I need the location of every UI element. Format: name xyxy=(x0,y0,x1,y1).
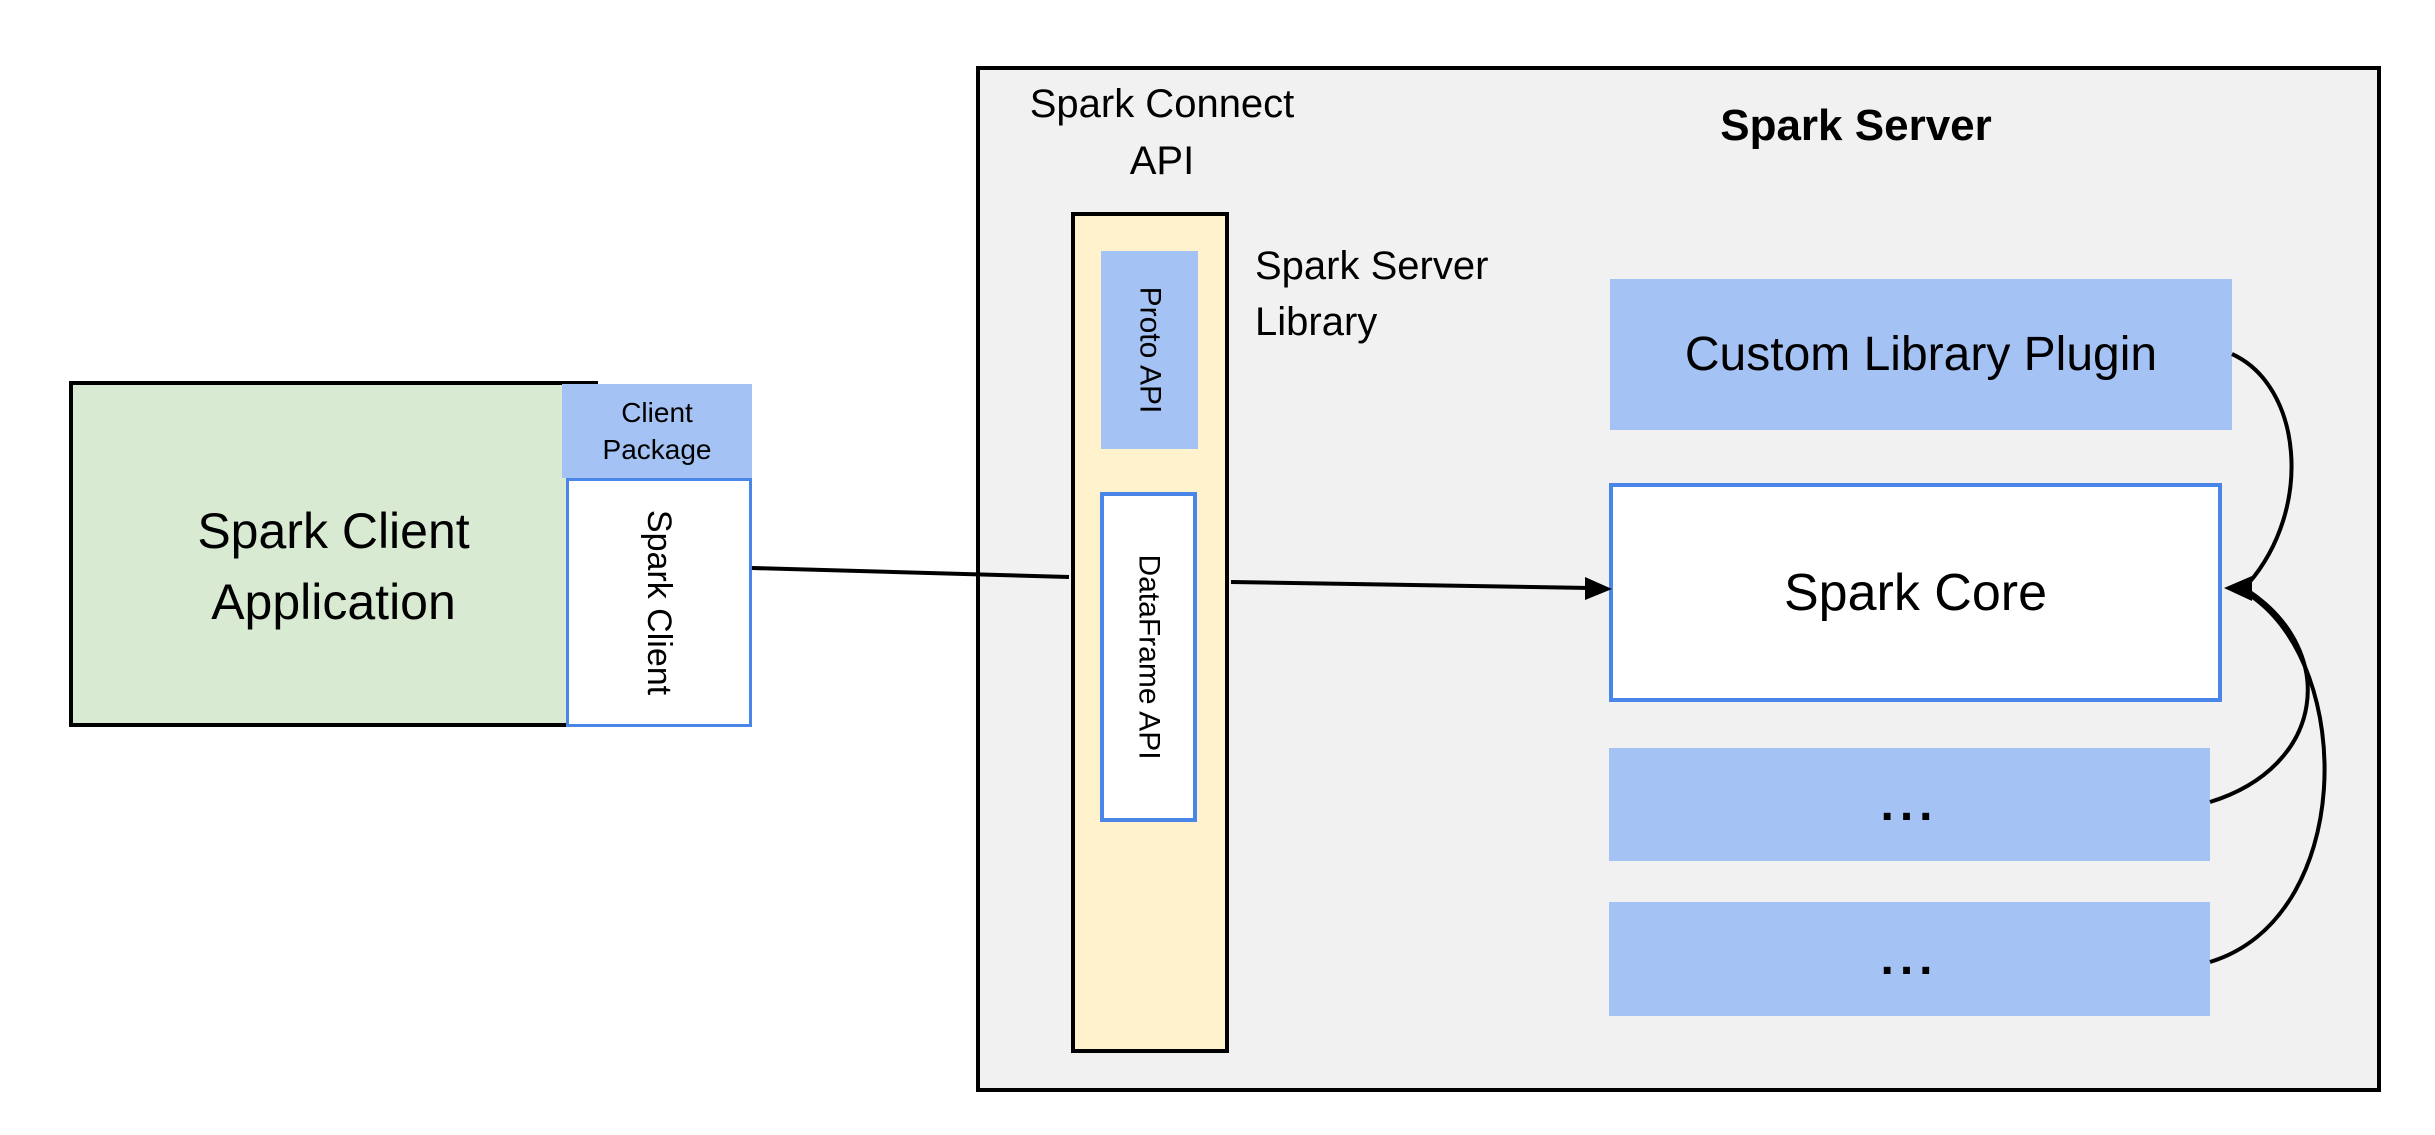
spark-server-title: Spark Server xyxy=(1720,101,1992,150)
other-library-box-2: ... xyxy=(1609,902,2210,1016)
spark-server-library-label-line2: Library xyxy=(1255,300,1378,344)
spark-server-library-label: Spark Server Library xyxy=(1255,238,1675,350)
spark-client-label: Spark Client xyxy=(640,509,679,696)
other-library-box-1-label: ... xyxy=(1880,777,1939,831)
spark-core-label: Spark Core xyxy=(1784,563,2047,622)
spark-client-application-label-line2: Application xyxy=(211,574,456,630)
spark-core-box: Spark Core xyxy=(1609,483,2222,702)
other-library-box-2-label: ... xyxy=(1880,932,1939,985)
proto-api-label: Proto API xyxy=(1133,286,1167,414)
spark-connect-api-title: Spark Connect API xyxy=(976,76,1348,190)
spark-client-application-label-line1: Spark Client xyxy=(197,503,470,559)
spark-client-box: Spark Client xyxy=(566,478,752,727)
custom-library-plugin-box: Custom Library Plugin xyxy=(1610,279,2232,430)
spark-connect-api-title-line1: Spark Connect xyxy=(1029,82,1295,126)
spark-connect-api-title-line2: API xyxy=(1129,139,1195,183)
client-package-label-line1: Client xyxy=(621,397,693,428)
other-library-box-1: ... xyxy=(1609,748,2210,861)
dataframe-api-label: DataFrame API xyxy=(1132,554,1166,760)
proto-api-box: Proto API xyxy=(1101,251,1198,449)
spark-server-library-label-line1: Spark Server xyxy=(1255,244,1489,288)
custom-library-plugin-label: Custom Library Plugin xyxy=(1684,328,2158,381)
client-package-label-line2: Package xyxy=(602,434,712,465)
spark-client-application-box xyxy=(69,381,598,727)
dataframe-api-box: DataFrame API xyxy=(1100,492,1197,822)
client-package-box: Client Package xyxy=(562,384,752,478)
spark-client-application-label: Spark Client Application xyxy=(69,496,598,638)
